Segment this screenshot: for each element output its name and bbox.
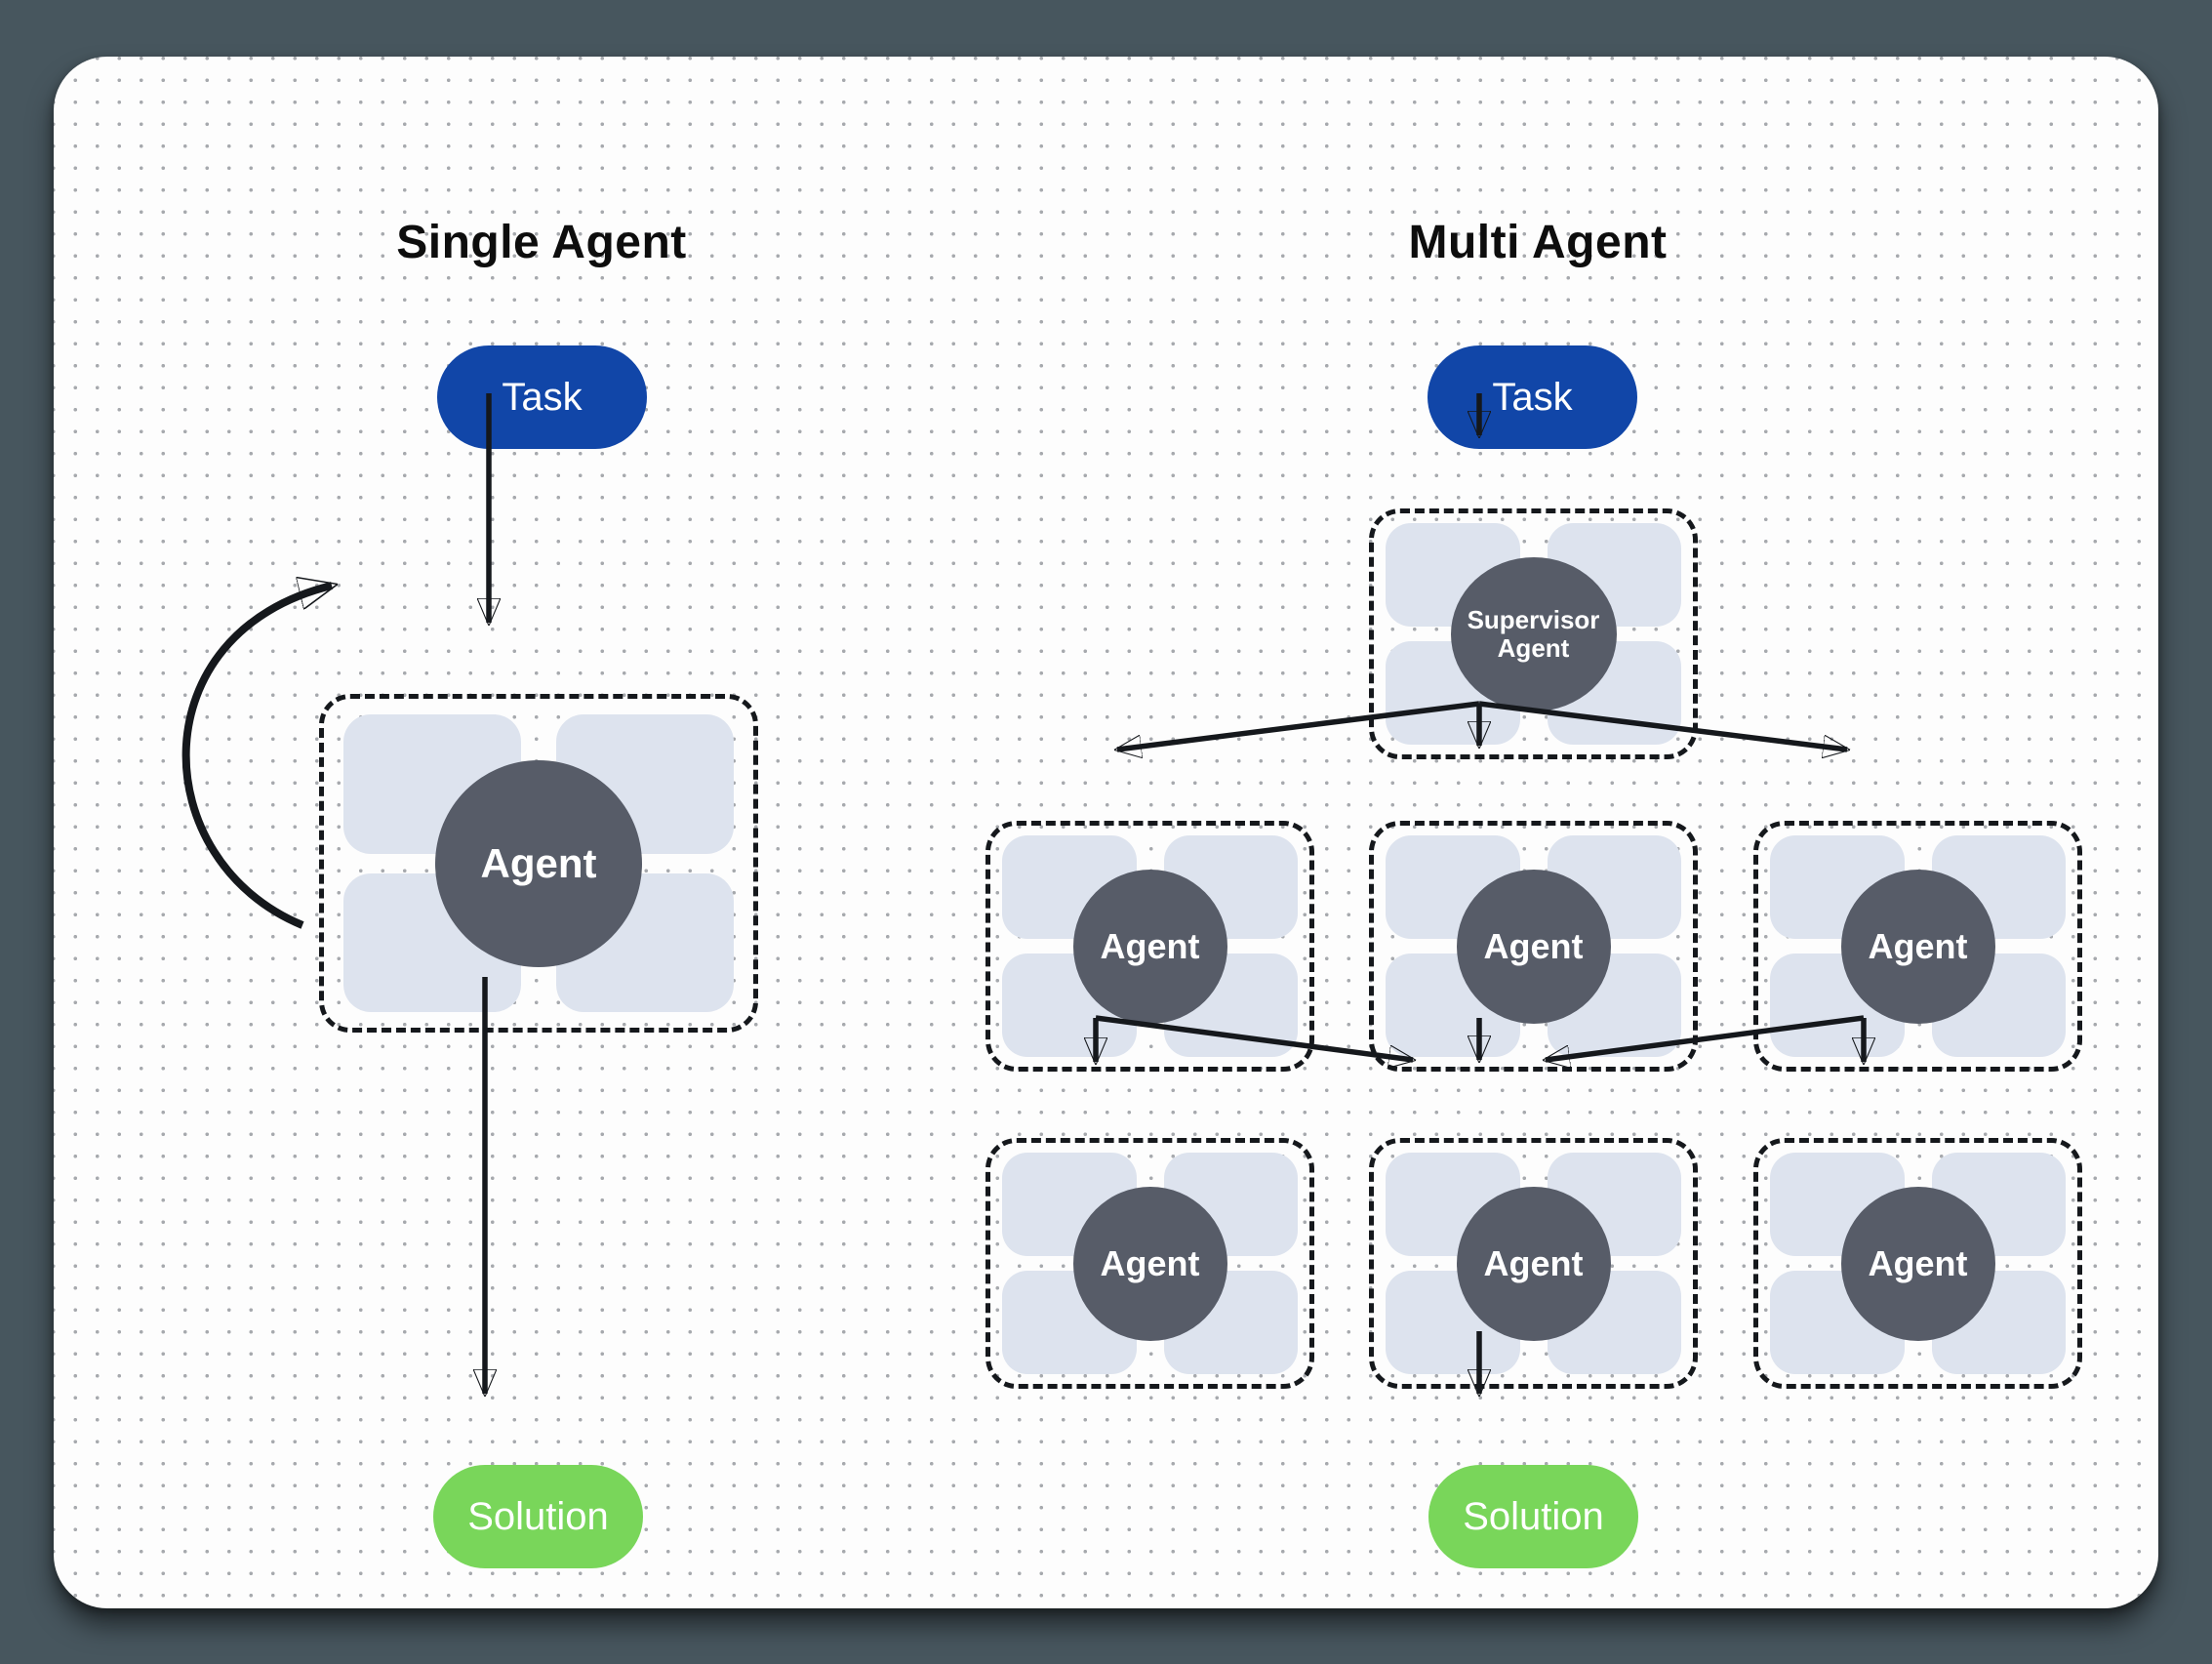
single-task-label: Task <box>502 375 583 419</box>
multi-solution-label: Solution <box>1463 1494 1604 1538</box>
supervisor-agent-label: Supervisor Agent <box>1467 604 1600 663</box>
single-task-node: Task <box>437 345 647 449</box>
worker-agent-circle: Agent <box>1840 869 1995 1024</box>
worker-agent-label: Agent <box>1100 1242 1200 1283</box>
worker-agent-box-row1-middle: Agent <box>1369 821 1698 1072</box>
supervisor-agent-box: Supervisor Agent <box>1369 508 1698 759</box>
supervisor-agent-circle: Supervisor Agent <box>1450 556 1617 711</box>
worker-agent-label: Agent <box>1100 925 1200 966</box>
worker-agent-label: Agent <box>1868 925 1968 966</box>
worker-agent-label: Agent <box>1483 925 1584 966</box>
single-agent-title: Single Agent <box>396 217 687 268</box>
worker-agent-circle: Agent <box>1072 869 1227 1024</box>
worker-agent-box-row1-left: Agent <box>985 821 1314 1072</box>
worker-agent-box-row2-left: Agent <box>985 1138 1314 1389</box>
worker-agent-circle: Agent <box>1840 1186 1995 1341</box>
multi-agent-title: Multi Agent <box>1408 217 1668 268</box>
single-agent-label: Agent <box>480 839 597 886</box>
single-solution-node: Solution <box>433 1465 643 1568</box>
single-agent-circle: Agent <box>435 759 642 967</box>
diagram-canvas: Single Agent Multi Agent Task Agent Solu… <box>54 57 2158 1608</box>
worker-agent-box-row2-middle: Agent <box>1369 1138 1698 1389</box>
worker-agent-circle: Agent <box>1456 1186 1611 1341</box>
worker-agent-label: Agent <box>1483 1242 1584 1283</box>
multi-task-node: Task <box>1428 345 1637 449</box>
single-solution-label: Solution <box>467 1494 609 1538</box>
worker-agent-box-row1-right: Agent <box>1753 821 2082 1072</box>
multi-task-label: Task <box>1492 375 1573 419</box>
worker-agent-circle: Agent <box>1456 869 1611 1024</box>
worker-agent-label: Agent <box>1868 1242 1968 1283</box>
single-agent-box: Agent <box>319 694 758 1033</box>
worker-agent-box-row2-right: Agent <box>1753 1138 2082 1389</box>
multi-solution-node: Solution <box>1428 1465 1638 1568</box>
worker-agent-circle: Agent <box>1072 1186 1227 1341</box>
